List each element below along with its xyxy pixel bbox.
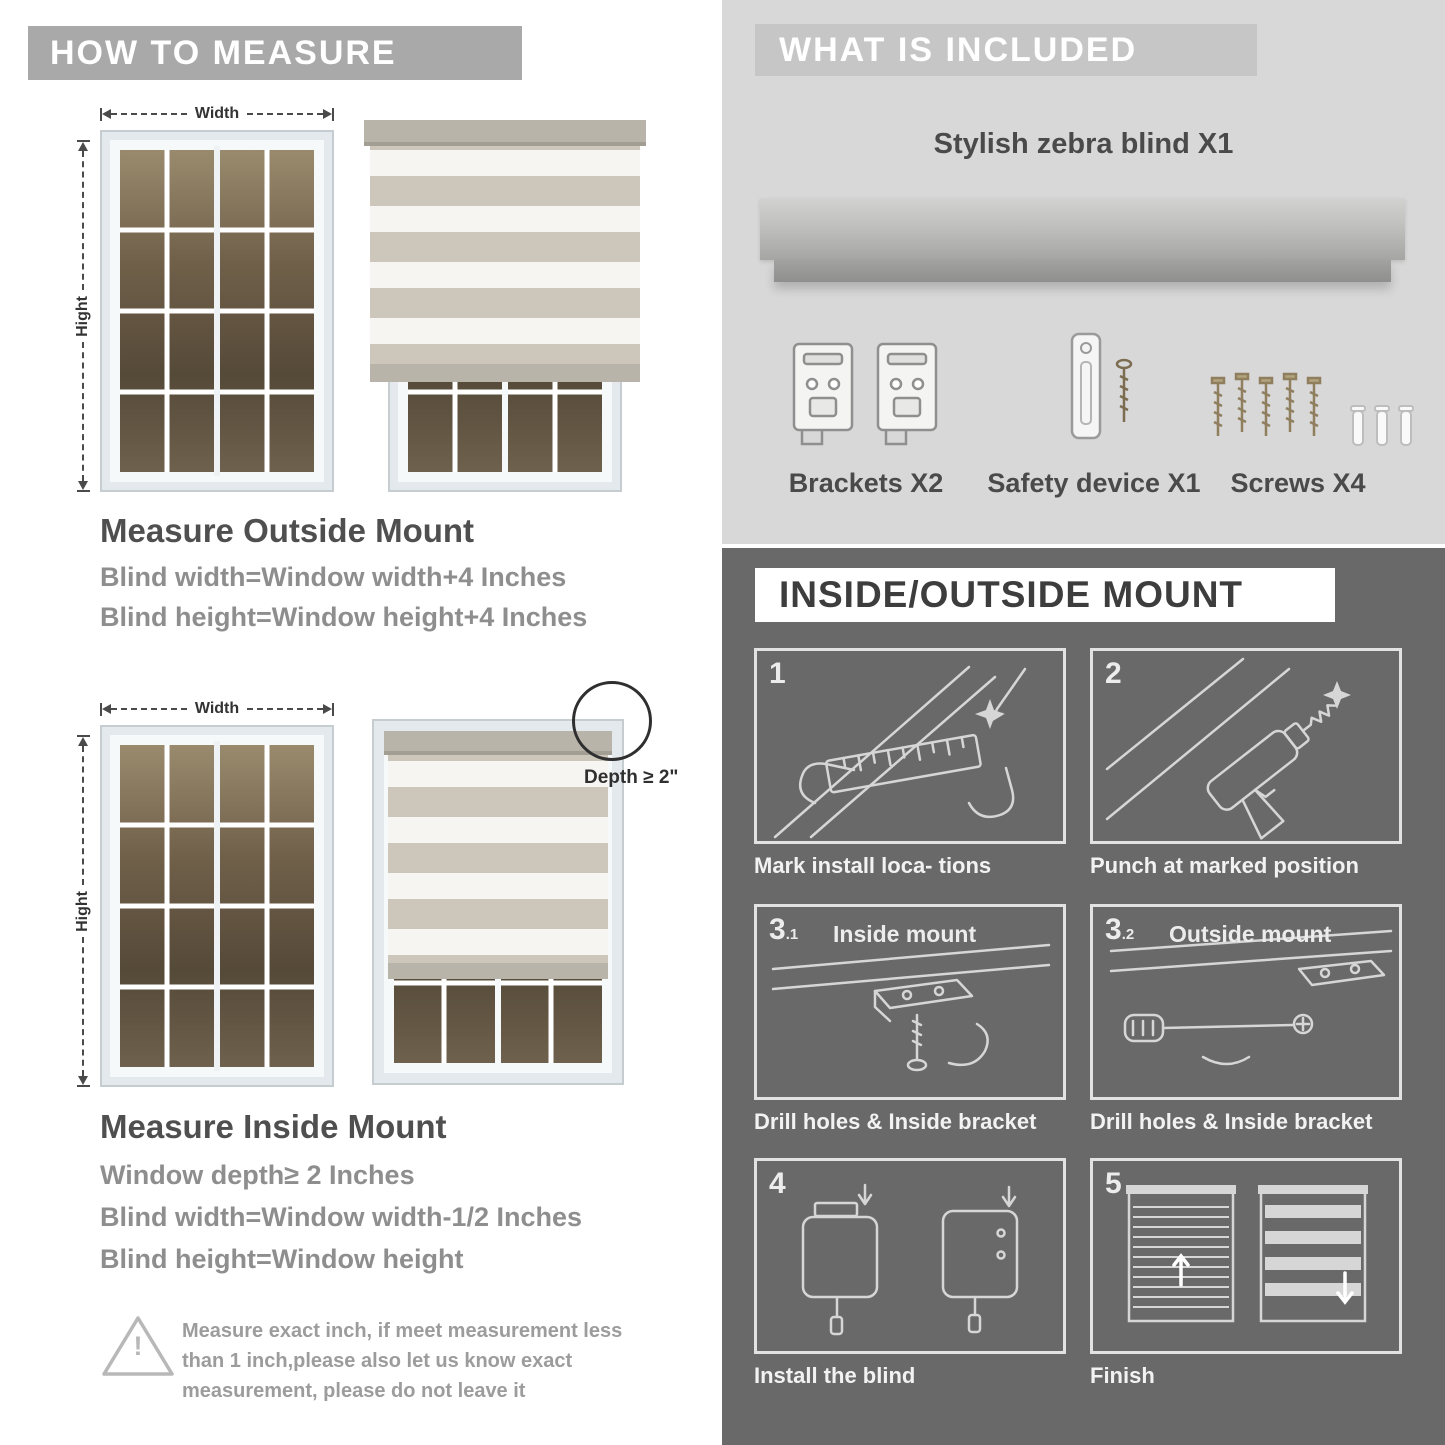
- step-panel-3-1: 3.1 Inside mount Drill holes & Inside br…: [754, 904, 1066, 1135]
- step-title: Outside mount: [1169, 921, 1332, 947]
- step-caption: Finish: [1090, 1363, 1155, 1388]
- arrow-head-up-icon: [78, 142, 88, 151]
- headrail-lip-illustration: [774, 260, 1391, 282]
- ruler-hand-illustration: [773, 665, 1027, 839]
- brackets-label: Brackets X2: [788, 468, 944, 498]
- outside-formula-width: Blind width=Window width+4 Inches: [100, 562, 567, 592]
- arrow-head-up-icon: [78, 737, 88, 746]
- zebra-blind-illustration: [364, 120, 646, 382]
- step-caption: Install the blind: [754, 1363, 916, 1388]
- width-label: Width: [194, 105, 240, 122]
- outside-mount-title: Measure Outside Mount: [100, 512, 475, 549]
- screws-icon: [1210, 372, 1414, 446]
- window-illustration: [100, 130, 334, 492]
- inside-blind-figure: [372, 719, 628, 1089]
- zebra-blind-label: Stylish zebra blind X1: [933, 128, 1234, 160]
- step-number: 3.1: [769, 913, 799, 946]
- safety-device-icon: [1070, 332, 1133, 440]
- step-number: 2: [1105, 657, 1122, 690]
- height-arrow: Hight: [74, 735, 92, 1087]
- how-to-measure-title: HOW TO MEASURE: [50, 33, 397, 72]
- step-number: 5: [1105, 1167, 1122, 1200]
- headrail-illustration: [760, 198, 1405, 260]
- depth-callout-circle: [572, 681, 652, 761]
- mount-title: INSIDE/OUTSIDE MOUNT: [779, 574, 1244, 615]
- install-blind-illustration: [801, 1183, 1019, 1336]
- step-panel-3-2: 3.2 Outside mount Drill holes & Inside b…: [1090, 904, 1402, 1135]
- height-label: Hight: [74, 890, 91, 932]
- inside-formula-height: Blind height=Window height: [100, 1244, 464, 1274]
- anchors-icon: [1350, 405, 1414, 446]
- inside-formula-width: Blind width=Window width-1/2 Inches: [100, 1202, 583, 1232]
- drill-illustration: [1105, 657, 1351, 840]
- height-label: Hight: [74, 295, 91, 337]
- inside-mount-title: Measure Inside Mount: [100, 1108, 447, 1145]
- window-illustration: [100, 725, 334, 1087]
- arrow-head-down-icon: [78, 481, 88, 490]
- how-to-measure-banner: HOW TO MEASURE: [28, 26, 522, 80]
- outside-bracket-drill-illustration: [1109, 929, 1393, 1066]
- step-number: 1: [769, 657, 786, 690]
- height-arrow: Hight: [74, 140, 92, 492]
- arrow-tick: [100, 107, 102, 121]
- inside-mount-figure: Width Hight: [72, 681, 678, 1105]
- what-is-included-section: WHAT IS INCLUDED Stylish zebra blind X1: [722, 0, 1445, 544]
- screw-icon: [1115, 358, 1133, 422]
- inside-bracket-screw-illustration: [771, 943, 1051, 1072]
- outside-blind-figure: [364, 120, 646, 494]
- what-is-included-banner: WHAT IS INCLUDED: [755, 24, 1257, 76]
- arrow-head-down-icon: [78, 1076, 88, 1085]
- step-caption: Drill holes & Inside bracket: [754, 1109, 1037, 1134]
- what-is-included-title: WHAT IS INCLUDED: [779, 30, 1138, 69]
- mount-instructions-section: INSIDE/OUTSIDE MOUNT 1 Mark install l: [722, 548, 1445, 1445]
- arrow-head-right-icon: [323, 704, 332, 714]
- zebra-blind-illustration: [384, 731, 612, 979]
- step-panel-1: 1 Mark install loca- tions: [754, 648, 1066, 879]
- step-caption: Drill holes & Inside bracket: [1090, 1109, 1373, 1134]
- finish-blinds-illustration: [1126, 1185, 1368, 1323]
- warning-icon: !: [100, 1312, 176, 1384]
- width-label: Width: [194, 700, 240, 717]
- step-caption: Punch at marked position: [1090, 853, 1359, 878]
- arrow-head-left-icon: [102, 704, 111, 714]
- arrow-head-right-icon: [323, 109, 332, 119]
- width-arrow: Width: [100, 699, 334, 719]
- mount-banner: INSIDE/OUTSIDE MOUNT: [755, 568, 1335, 622]
- step-panel-5: 5 Finish: [1090, 1158, 1402, 1389]
- step-panel-2: 2 Punch at marked position: [1090, 648, 1402, 879]
- width-arrow: Width: [100, 104, 334, 124]
- warning-exclamation: !: [133, 1331, 143, 1361]
- step-caption: Mark install loca- tions: [754, 853, 992, 878]
- arrow-head-left-icon: [102, 109, 111, 119]
- inside-formula-depth: Window depth≥ 2 Inches: [100, 1160, 415, 1190]
- step-number: 4: [769, 1167, 786, 1200]
- safety-device-label: Safety device X1: [987, 468, 1201, 498]
- note-text: Measure exact inch, if meet measurement …: [182, 1320, 623, 1402]
- screws-label: Screws X4: [1230, 468, 1366, 498]
- outside-formula-height: Blind height=Window height+4 Inches: [100, 602, 588, 632]
- depth-label: Depth ≥ 2": [584, 767, 679, 788]
- step-number: 3.2: [1105, 913, 1135, 946]
- step-title: Inside mount: [833, 921, 977, 947]
- outside-mount-figure: Width Hight: [72, 100, 662, 500]
- brackets-icon: [792, 342, 938, 446]
- step-panel-4: 4 Install the blind: [754, 1158, 1066, 1389]
